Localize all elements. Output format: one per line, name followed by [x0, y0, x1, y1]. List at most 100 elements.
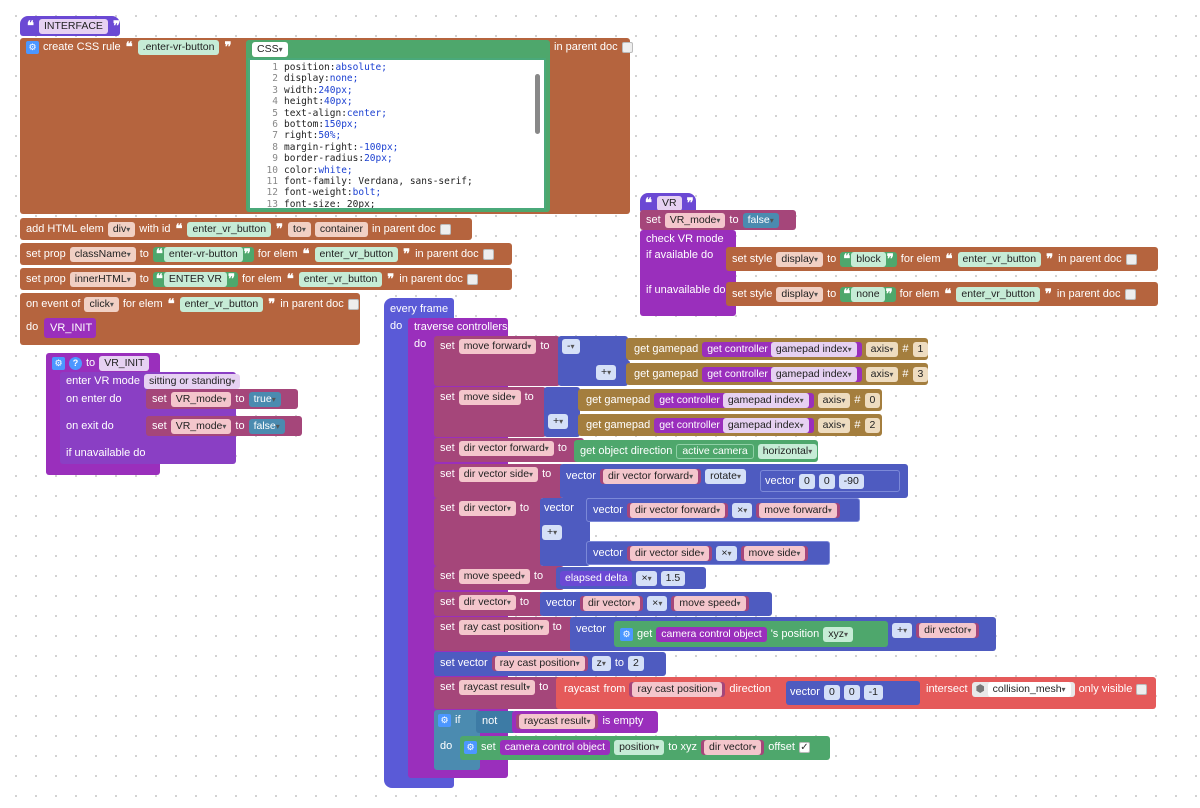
var-dropdown[interactable]: dir vector forward [458, 440, 554, 456]
direction-vector-block[interactable]: vector 0 0 -1 [786, 681, 920, 705]
object-field[interactable]: camera control object [656, 626, 767, 642]
set-dir-vector-block[interactable]: set dir vector to [434, 498, 544, 566]
get-gamepad-block-2[interactable]: get gamepad get controller gamepad index… [626, 363, 929, 385]
elem-field[interactable]: enter_vr_button [179, 296, 264, 312]
collision-mesh-block[interactable]: ⬢ collision_mesh [971, 681, 1075, 697]
in-parent-doc-checkbox[interactable] [621, 41, 633, 53]
only-visible-checkbox[interactable] [1136, 683, 1148, 695]
object-field[interactable]: camera control object [499, 739, 611, 755]
var-dropdown[interactable]: move speed [674, 595, 746, 611]
get-controller-block[interactable]: get controller gamepad index [702, 341, 862, 357]
set-dir-vector-side-block[interactable]: set dir vector side to [434, 464, 564, 498]
gear-icon[interactable]: ⚙ [52, 356, 65, 370]
axis-number[interactable]: 2 [864, 417, 881, 433]
axis-dropdown[interactable]: axis [817, 417, 851, 433]
style-value-field[interactable]: none [851, 286, 885, 302]
elem-field[interactable]: enter_vr_button [314, 246, 399, 262]
axis-number[interactable]: 0 [864, 392, 881, 408]
xyz-dropdown[interactable]: xyz [823, 626, 854, 642]
elapsed-delta-field[interactable]: elapsed delta [560, 570, 633, 586]
not-block[interactable]: not [476, 711, 516, 733]
var-dropdown[interactable]: move forward [458, 338, 537, 354]
var-dropdown[interactable]: dir vector forward [602, 468, 699, 484]
set-vr-mode-false-block[interactable]: set VR_mode to false [146, 416, 302, 436]
collision-mesh-dropdown[interactable]: collision_mesh [987, 681, 1071, 697]
innerhtml-value-field[interactable]: ENTER VR [163, 271, 227, 287]
gear-icon[interactable]: ⚙ [26, 40, 39, 54]
var-dropdown[interactable]: VR_mode [664, 212, 726, 228]
get-object-direction-block[interactable]: get object direction active camera horiz… [574, 440, 818, 462]
set-vr-mode-true-block[interactable]: set VR_mode to true [146, 389, 298, 409]
plus-dropdown[interactable]: + [596, 364, 617, 380]
var-dropdown[interactable]: dir vector [458, 500, 516, 516]
set-move-forward-block[interactable]: set move forward to [434, 336, 560, 386]
set-style-block-2[interactable]: set style display to ❝none❞ for elem ❝ e… [726, 282, 1158, 306]
help-icon[interactable]: ? [69, 356, 82, 370]
var-dropdown[interactable]: dir vector side [629, 545, 710, 561]
times-dropdown[interactable]: × [732, 502, 753, 518]
var-dropdown[interactable]: VR_mode [170, 391, 232, 407]
var-dropdown[interactable]: ray cast position [458, 619, 549, 635]
elem-field[interactable]: enter_vr_button [956, 286, 1040, 302]
vector-xyz-block[interactable]: vector 0 0 -90 [760, 470, 900, 492]
var-dropdown[interactable]: dir vector [458, 594, 516, 610]
var-dropdown[interactable]: dir vector forward [629, 502, 726, 518]
var-dropdown[interactable]: dir vector [919, 622, 977, 638]
set-vector-z-block[interactable]: set vector ray cast position z to 2 [434, 652, 666, 676]
vector-add-block[interactable]: vector + [540, 498, 590, 566]
in-parent-doc-checkbox[interactable] [466, 273, 478, 285]
horizontal-dropdown[interactable]: horizontal [757, 443, 818, 459]
mode-dropdown[interactable]: sitting or standing [143, 373, 241, 389]
plus-dropdown[interactable]: + [542, 524, 563, 540]
set-style-block-1[interactable]: set style display to ❝block❞ for elem ❝ … [726, 247, 1158, 271]
interface-label[interactable]: INTERFACE [39, 18, 108, 34]
axis-number[interactable]: 3 [912, 366, 929, 382]
set-move-side-block[interactable]: set move side to [434, 387, 546, 437]
language-dropdown[interactable]: CSS [252, 41, 288, 57]
true-dropdown[interactable]: true [248, 391, 281, 407]
elem-field[interactable]: enter_vr_button [298, 271, 383, 287]
var-dropdown[interactable]: move speed [458, 568, 530, 584]
rotate-dropdown[interactable]: rotate [705, 468, 746, 484]
var-dropdown[interactable]: dir vector side [458, 466, 539, 482]
x-field[interactable]: 0 [823, 684, 840, 700]
var-dropdown[interactable]: ray cast position [494, 655, 585, 671]
get-controller-block[interactable]: get controller gamepad index [654, 417, 814, 433]
axis-dropdown[interactable]: z [591, 655, 611, 671]
get-position-block[interactable]: ⚙ get camera control object 's position … [614, 621, 888, 647]
get-gamepad-block-4[interactable]: get gamepad get controller gamepad index… [578, 414, 882, 436]
z-field[interactable]: -1 [863, 684, 883, 700]
set-ray-cast-position-block[interactable]: set ray cast position to [434, 617, 574, 651]
var-dropdown[interactable]: move forward [759, 502, 837, 518]
to-dropdown[interactable]: to [288, 221, 311, 237]
offset-checkbox[interactable]: ✓ [798, 741, 810, 753]
speed-number[interactable]: 1.5 [660, 570, 686, 586]
set-dir-vector-scale-block[interactable]: set dir vector to [434, 592, 544, 616]
set-prop-innerhtml-block[interactable]: set prop innerHTML to ❝ENTER VR❞ for ele… [20, 268, 512, 290]
var-dropdown[interactable]: dir vector [704, 739, 762, 755]
in-parent-doc-checkbox[interactable] [1124, 288, 1136, 300]
add-html-elem-block[interactable]: add HTML elem div with id ❝ enter_vr_but… [20, 218, 472, 240]
get-controller-block[interactable]: get controller gamepad index [702, 366, 862, 382]
position-dropdown[interactable]: position [614, 739, 665, 755]
scrollbar[interactable] [535, 74, 540, 134]
event-dropdown[interactable]: click [84, 296, 119, 312]
in-parent-doc-checkbox[interactable] [439, 223, 451, 235]
style-value-field[interactable]: block [851, 251, 886, 267]
get-gamepad-block-1[interactable]: get gamepad get controller gamepad index… [626, 338, 929, 360]
times-dropdown[interactable]: × [636, 570, 657, 586]
axis-dropdown[interactable]: axis [865, 366, 899, 382]
style-prop-dropdown[interactable]: display [776, 251, 824, 267]
set-raycast-result-block[interactable]: set raycast result to [434, 677, 564, 709]
var-dropdown[interactable]: VR_mode [170, 418, 232, 434]
x-field[interactable]: 0 [798, 473, 815, 489]
gear-icon[interactable]: ⚙ [620, 627, 633, 641]
var-dropdown[interactable]: raycast result [458, 679, 536, 695]
container-field[interactable]: container [314, 221, 369, 237]
y-field[interactable]: 0 [843, 684, 860, 700]
times-dropdown[interactable]: × [647, 595, 668, 611]
var-dropdown[interactable]: move side [458, 389, 521, 405]
var-dropdown[interactable]: raycast result [519, 713, 596, 729]
var-dropdown[interactable]: move side [743, 545, 806, 561]
